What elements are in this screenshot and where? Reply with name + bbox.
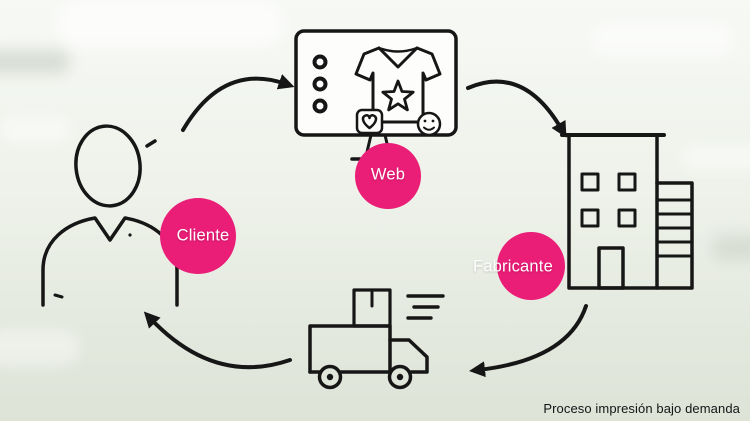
building-door bbox=[597, 246, 625, 290]
cliente-label: Cliente bbox=[176, 226, 230, 245]
person-icon bbox=[41, 124, 179, 307]
cloud-decoration bbox=[0, 330, 80, 366]
cliente-badge bbox=[160, 198, 236, 274]
cloud-decoration bbox=[590, 22, 735, 58]
speed-lines-icon bbox=[406, 294, 445, 320]
arrow-cliente-to-web-icon bbox=[181, 74, 295, 132]
building-icon bbox=[560, 133, 694, 290]
footer-caption: Proceso impresión bajo demanda bbox=[543, 401, 740, 416]
wheel-icon bbox=[387, 364, 413, 390]
cloud-decoration bbox=[712, 235, 750, 261]
cloud-decoration bbox=[55, 0, 285, 48]
truck-body bbox=[308, 324, 429, 374]
delivery-truck-icon bbox=[308, 288, 445, 390]
person-head bbox=[74, 124, 142, 208]
building-annex-lines bbox=[655, 198, 694, 258]
monitor-icon bbox=[294, 29, 458, 161]
smiley-icon bbox=[416, 111, 442, 137]
wheel-icon bbox=[317, 364, 343, 390]
package-box-icon bbox=[352, 288, 392, 328]
web-label: Web bbox=[370, 165, 406, 184]
building-annex bbox=[655, 181, 694, 290]
web-badge bbox=[355, 143, 421, 209]
fabricante-badge bbox=[497, 232, 565, 300]
arrow-fabricante-to-envio-icon bbox=[469, 304, 588, 378]
monitor-screen bbox=[294, 29, 458, 137]
tshirt-icon bbox=[354, 46, 442, 124]
menu-dots-icon bbox=[312, 54, 328, 114]
cloud-decoration bbox=[0, 50, 70, 74]
heart-icon bbox=[355, 108, 384, 135]
building-windows bbox=[580, 172, 637, 228]
arrow-web-to-fabricante-icon bbox=[466, 79, 567, 138]
arrow-envio-to-cliente-icon bbox=[143, 311, 292, 370]
fabricante-label: Fabricante bbox=[473, 257, 553, 276]
star-icon bbox=[381, 79, 415, 112]
person-body bbox=[41, 216, 179, 307]
